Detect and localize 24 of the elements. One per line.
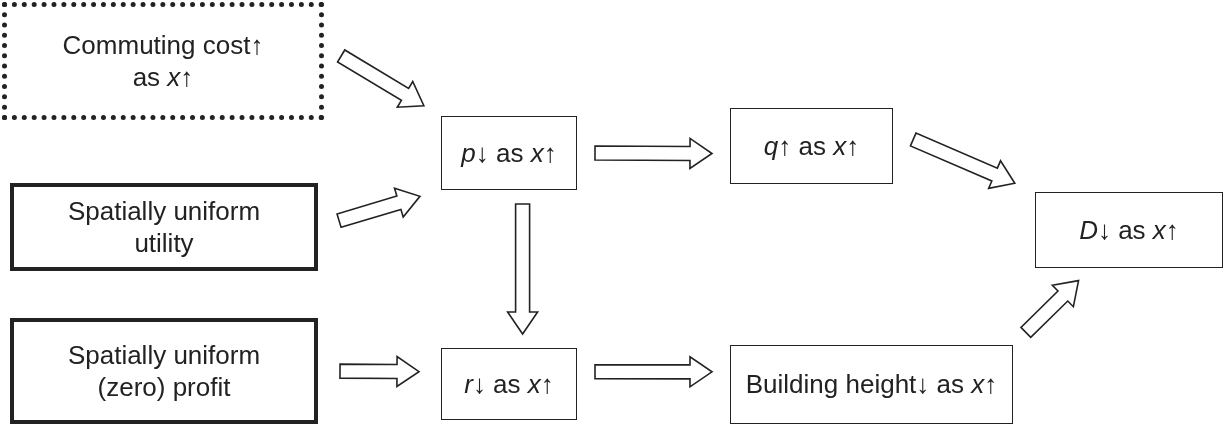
node-text: q↑ as x↑ (763, 129, 860, 163)
process-box (730, 108, 893, 184)
block-arrow (594, 136, 714, 170)
node-text: r↓ as x↑ (464, 367, 554, 401)
block-arrow (336, 187, 422, 229)
block-arrow (339, 354, 421, 388)
process-box (441, 116, 577, 190)
process-box (10, 318, 318, 424)
node-text: Spatially uniform (zero) profit (66, 338, 262, 404)
node-text: D↓ as x↑ (1079, 213, 1179, 247)
node-text: Building height↓ as x↑ (745, 368, 998, 401)
block-arrow (506, 203, 540, 336)
process-box (10, 183, 318, 271)
process-box (441, 348, 577, 420)
block-arrow (1019, 279, 1080, 339)
block-arrow (336, 48, 426, 109)
process-box (1035, 192, 1223, 268)
block-arrow (594, 355, 714, 389)
node-text: Commuting cost↑ as x↑ (61, 28, 265, 94)
dotted-box (2, 2, 324, 120)
node-text: Spatially uniform utility (66, 194, 262, 260)
node-text: p↓ as x↑ (461, 136, 557, 170)
block-arrow (909, 132, 1017, 190)
process-box (730, 345, 1013, 424)
